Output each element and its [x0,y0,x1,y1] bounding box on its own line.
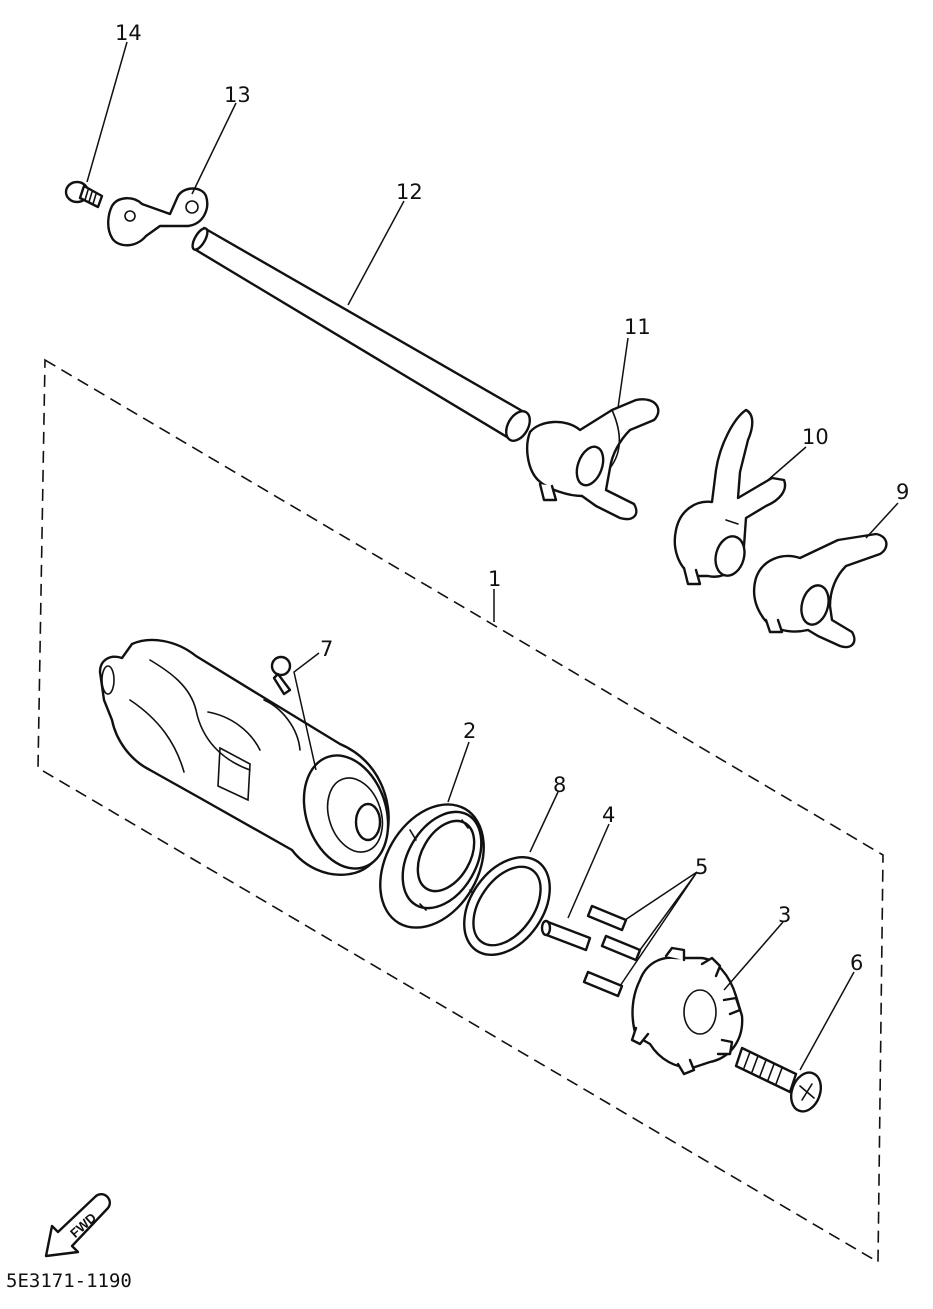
callout-1: 1 [488,567,501,591]
callout-11: 11 [624,315,651,339]
callout-3: 3 [778,903,791,927]
leader-6 [799,971,855,1071]
part-12-shift-fork-shaft [191,226,531,442]
callout-6: 6 [850,951,863,975]
callout-10: 10 [802,425,829,449]
leader-10 [767,446,807,481]
leader-lines [86,41,899,1071]
callout-12: 12 [396,180,423,204]
part-3-segment [630,946,744,1076]
part-7-pin [270,655,292,696]
leader-5 [619,871,698,987]
leader-2 [447,741,470,803]
callout-numbers: 14 13 12 11 10 9 1 7 2 8 4 5 3 6 [115,21,909,975]
callout-4: 4 [602,803,615,827]
part-1-shift-cam [98,638,390,876]
part-2-bearing [379,803,485,929]
leader-13 [191,102,237,195]
part-10-shift-fork [673,408,787,586]
leader-9 [865,502,899,539]
leader-12 [347,200,405,306]
assembly-dashed-outline [37,358,884,1264]
callout-9: 9 [896,480,909,504]
callout-7: 7 [320,637,333,661]
part-6-screw [734,1046,823,1113]
part-11-shift-fork [526,398,660,521]
leader-4 [567,823,610,919]
callout-13: 13 [224,83,251,107]
callout-2: 2 [463,719,476,743]
callout-14: 14 [115,21,142,45]
part-8-washer [463,855,551,957]
part-13-stopper-plate [107,187,209,247]
leader-7 [293,652,320,771]
leader-14 [86,41,128,183]
part-5-pins [582,904,642,998]
fwd-arrow-icon: FWD [44,1193,111,1258]
part-9-shift-fork [752,532,888,649]
leader-3 [723,921,784,991]
leader-8 [529,791,559,853]
part-14-screw [64,180,104,209]
part-4-pin [540,919,592,952]
leader-11 [617,337,629,409]
callout-8: 8 [553,773,566,797]
part-code-label: 5E3171-1190 [6,1270,132,1292]
callout-5: 5 [695,855,708,879]
